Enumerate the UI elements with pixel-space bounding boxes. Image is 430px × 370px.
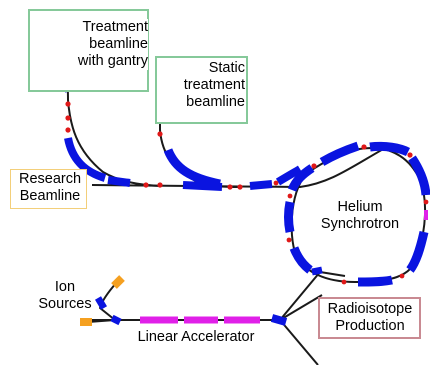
injection-dipole: [311, 266, 323, 276]
ring-dipole-left-bottom: [284, 201, 295, 233]
quadrupole-magnet: [273, 180, 279, 186]
ion-source-upper: [111, 275, 125, 289]
quadrupole-magnet: [407, 152, 413, 158]
treatment-gantry-label: Treatment beamline with gantry: [66, 19, 148, 70]
quadrupole-magnet: [237, 184, 243, 190]
quadrupole-magnet: [157, 131, 163, 137]
ring-dipole-bottom: [357, 275, 393, 287]
quadrupole-magnet: [157, 182, 163, 188]
quadrupole-magnet: [423, 199, 429, 205]
linac-exit-dipole: [270, 314, 288, 326]
helium-synchrotron-label: Helium Synchrotron: [320, 199, 400, 232]
research-beamline-label: Research Beamline: [18, 171, 82, 204]
downstream-line-beampipe: [279, 319, 319, 366]
ring-dipole-right-top: [408, 155, 430, 196]
quadrupole-magnet: [65, 101, 71, 107]
ion-sources-label: Ion Sources: [38, 279, 92, 312]
quadrupole-magnet: [399, 273, 405, 279]
quadrupole-magnet: [143, 182, 149, 188]
radioisotope-production-label: Radioisotope Production: [327, 301, 413, 334]
quadrupole-magnet: [227, 184, 233, 190]
linac-entry-dipole: [110, 314, 122, 326]
transfer-dipole-2: [182, 181, 223, 191]
quadrupole-magnet: [341, 279, 347, 285]
transfer-dipole-5: [319, 141, 360, 166]
transfer-dipole-3: [249, 180, 273, 190]
static-treatment-label: Static treatment beamline: [172, 60, 245, 111]
quadrupole-magnet: [311, 163, 317, 169]
research-label-box: [10, 169, 87, 209]
radioisotope-label-box: [318, 297, 421, 339]
ion-source-dipole: [94, 296, 108, 310]
quadrupole-magnet: [65, 127, 71, 133]
ring-dipole-left-top: [287, 164, 315, 192]
transfer-line-beampipe: [91, 147, 386, 188]
transfer-dipole-4: [275, 165, 303, 186]
ring-dipole-bottom-left: [289, 246, 313, 274]
quadrupole-magnet: [287, 193, 293, 199]
quadrupole-magnet: [286, 237, 292, 243]
ion-source-branch-lower: [87, 319, 116, 323]
radioisotope-line-beampipe: [279, 294, 323, 321]
quadrupole-magnet: [361, 144, 367, 150]
quadrupole-magnet: [65, 115, 71, 121]
transfer-dipole-1: [107, 176, 131, 187]
gantry-dipole-bend: [64, 137, 107, 182]
linear-accelerator-label: Linear Accelerator: [137, 329, 255, 345]
ring-dipole-right-bottom: [406, 231, 429, 273]
static-dipole-bend: [163, 148, 221, 189]
ring-dipole-top: [369, 141, 411, 157]
